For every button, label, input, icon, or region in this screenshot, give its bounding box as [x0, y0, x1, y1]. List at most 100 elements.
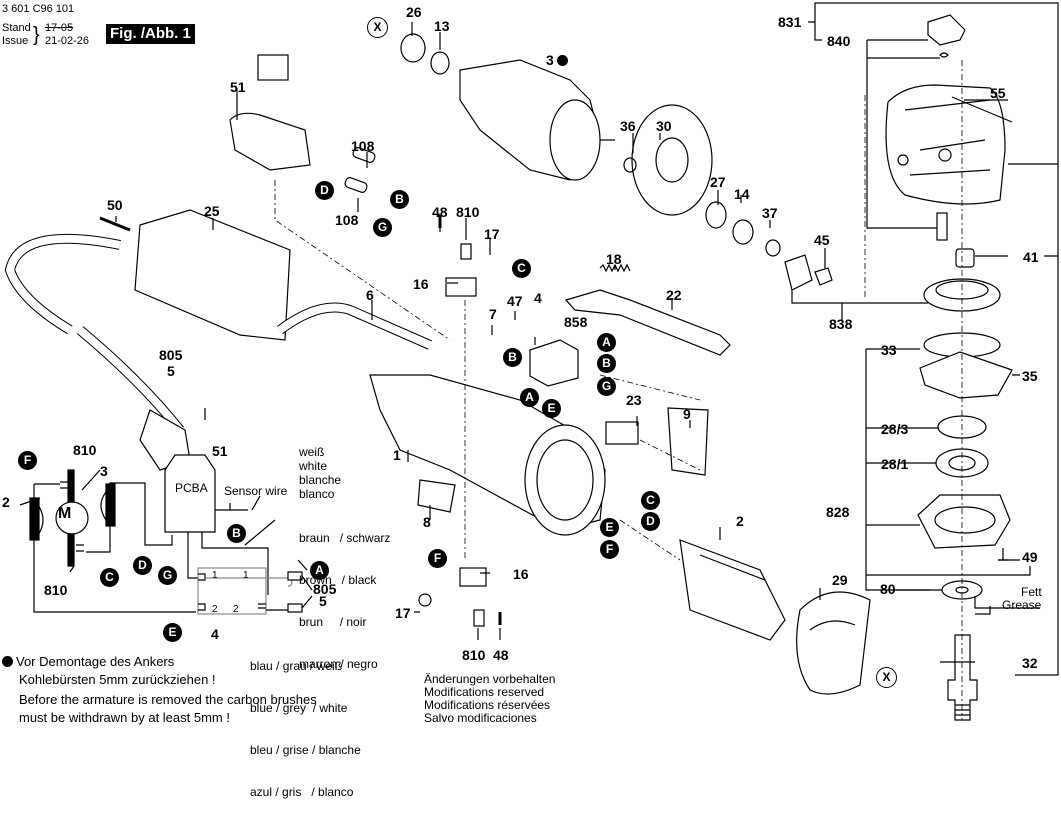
switch-4: [529, 339, 579, 387]
issue-label: Issue: [2, 35, 29, 47]
callout-838: 838: [829, 316, 853, 332]
schematic-51: 51: [212, 443, 228, 459]
callout-810-bottom: 810: [462, 647, 486, 663]
stator-badge-d: D: [641, 512, 660, 531]
callout-831: 831: [778, 14, 802, 30]
callout-14: 14: [734, 186, 750, 202]
callout-41: 41: [1023, 249, 1039, 265]
switch-badge-b: B: [597, 354, 616, 373]
grease-label-en: Grease: [1002, 598, 1042, 612]
color-brown-black: braun / schwarz brown / black brun / noi…: [299, 531, 391, 671]
schematic-2: 2: [2, 494, 10, 510]
right-bracket-line: [808, 2, 1059, 676]
callout-828: 828: [826, 504, 850, 520]
connector-badge-b: B: [390, 190, 409, 209]
stand-date: 17-05: [45, 22, 74, 34]
flange-35: [919, 351, 1013, 399]
callout-858: 858: [564, 314, 588, 330]
connector-badge-c: C: [512, 259, 531, 278]
callout-32: 32: [1022, 655, 1038, 671]
slide-switch-22: [564, 289, 731, 356]
stator-badge-e: E: [600, 518, 619, 537]
figure-label: Fig. /Abb. 1: [106, 24, 195, 44]
switch-badge-e: E: [542, 399, 561, 418]
callout-2: 2: [736, 513, 744, 529]
callout-35: 35: [1022, 368, 1038, 384]
callout-55: 55: [990, 85, 1006, 101]
note-de: Vor Demontage des Ankers Kohlebürsten 5m…: [2, 653, 216, 689]
callout-48-top: 48: [432, 204, 448, 220]
callout-108-b: 108: [335, 212, 359, 228]
callout-9: 9: [683, 406, 691, 422]
callout-108-a: 108: [351, 138, 375, 154]
schematic-810-bottom: 810: [44, 582, 68, 598]
schematic-3: 3: [100, 463, 108, 479]
callout-33: 33: [881, 342, 897, 358]
callout-16-bottom: 16: [513, 566, 529, 582]
wheel-guard-29: [796, 591, 871, 695]
fan-30: [631, 104, 713, 216]
wire-badge-a: A: [520, 388, 539, 407]
sensor-wire-label: Sensor wire: [224, 484, 288, 498]
stand-label: Stand: [2, 22, 31, 34]
schematic-badge-e: E: [163, 623, 182, 642]
color-white: weiß white blanche blanco: [299, 445, 342, 501]
grease-label-de: Fett: [1021, 585, 1042, 599]
schematic-810-top: 810: [73, 442, 97, 458]
x-marker-bottom: X: [876, 667, 897, 688]
callout-840: 840: [827, 33, 851, 49]
callout-80: 80: [880, 581, 896, 597]
stator-badge-c: C: [641, 491, 660, 510]
callout-29: 29: [832, 572, 848, 588]
callout-48-bottom: 48: [493, 647, 509, 663]
wiring-schematic: [19, 454, 313, 615]
callout-37: 37: [762, 205, 778, 221]
bracket-828: [865, 348, 1031, 591]
schematic-badge-d: D: [133, 556, 152, 575]
switch-badge-g: G: [597, 377, 616, 396]
schematic-5: 5: [319, 593, 327, 609]
callout-18: 18: [606, 251, 622, 267]
exploded-view-drawing: [4, 2, 1059, 721]
bullet-icon: [556, 55, 568, 66]
schematic-805: 805: [313, 581, 337, 597]
x-marker-top: X: [367, 17, 388, 38]
bullet-icon: [2, 656, 13, 667]
callout-36: 36: [620, 118, 636, 134]
callout-23: 23: [626, 392, 642, 408]
callout-22: 22: [666, 287, 682, 303]
schematic-badge-f: F: [18, 451, 37, 470]
callout-13: 13: [434, 18, 450, 34]
schematic-badge-a: A: [310, 561, 329, 580]
switch-pin-1a: 1: [212, 570, 218, 581]
pcba-box: [164, 454, 216, 533]
callout-5: 5: [167, 363, 175, 379]
note-en: Before the armature is removed the carbo…: [19, 692, 317, 725]
callout-27: 27: [710, 174, 726, 190]
callout-26: 26: [406, 4, 422, 20]
callout-28-1: 28/1: [881, 456, 909, 472]
connector-badge-d: D: [315, 181, 334, 200]
switch-badge-a: A: [597, 333, 616, 352]
callout-8: 8: [423, 514, 431, 530]
callout-25: 25: [204, 203, 220, 219]
modifications-reserved: Änderungen vorbehalten Modifications res…: [424, 672, 556, 725]
callout-50: 50: [107, 197, 123, 213]
switch-symbol: [197, 567, 267, 615]
bearing-flange-828: [917, 494, 1011, 549]
stator-badge-f: F: [600, 540, 619, 559]
callout-4: 4: [534, 290, 542, 306]
callout-28-3: 28/3: [881, 421, 909, 437]
pcba-label: PCBA: [175, 481, 208, 495]
callout-30: 30: [656, 118, 672, 134]
brush-badge-f: F: [428, 549, 447, 568]
callout-7: 7: [489, 306, 497, 322]
wire-badge-b: B: [503, 348, 522, 367]
bracket-838: [791, 282, 928, 320]
callout-6: 6: [366, 287, 374, 303]
schematic-badge-b: B: [227, 524, 246, 543]
gear-housing-41: [885, 84, 1006, 205]
part-number: 3 601 C96 101: [2, 3, 75, 15]
callout-45: 45: [814, 232, 830, 248]
lever-840: [927, 14, 966, 46]
